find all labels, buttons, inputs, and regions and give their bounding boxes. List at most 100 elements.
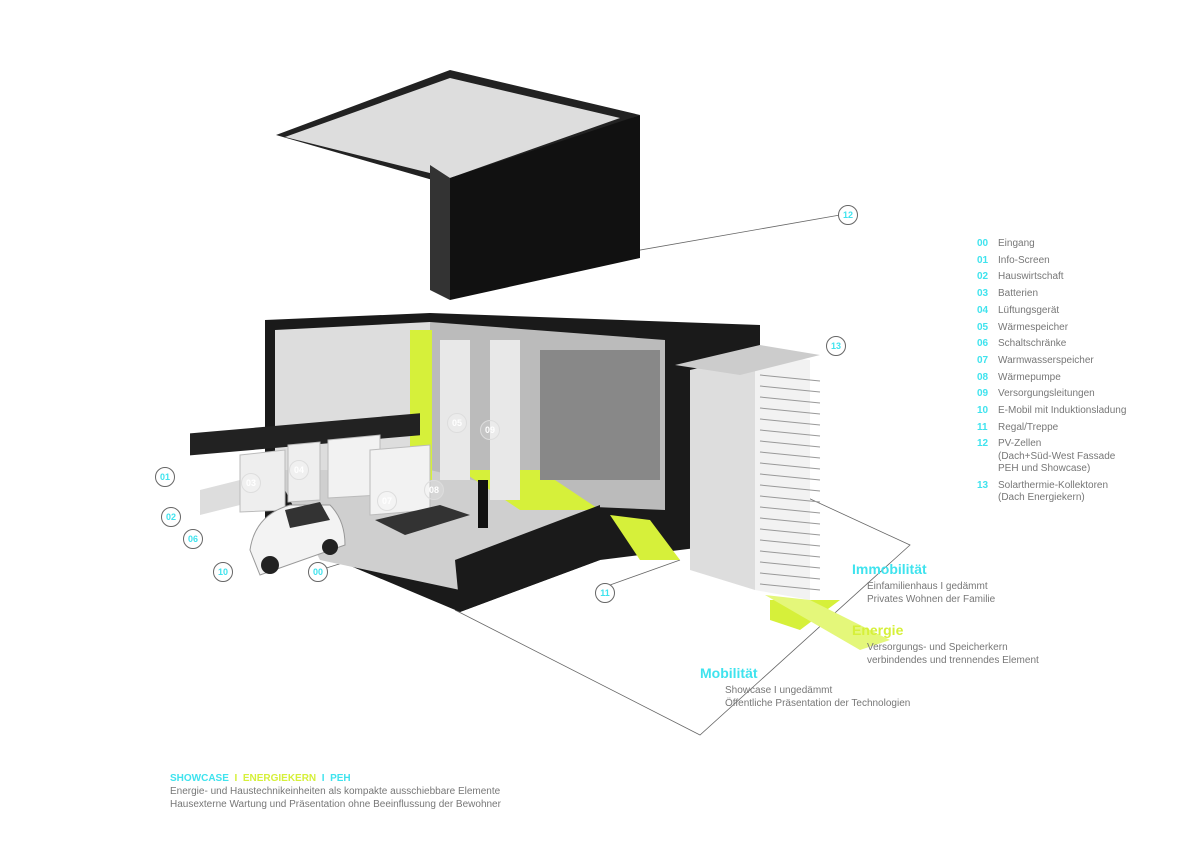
- legend: 00 Eingang 01 Info-Screen 02 Hauswirtschaft 03…: [977, 236, 1126, 507]
- legend-item: 03 Batterien: [977, 286, 1126, 303]
- legend-label: Schaltschränke: [998, 338, 1067, 350]
- legend-item: 04 Lüftungsgerät: [977, 303, 1126, 320]
- zone-title: Mobilität: [700, 665, 758, 681]
- legend-number: 00: [977, 238, 989, 249]
- louver: [759, 396, 821, 404]
- footer-energiekern: ENERGIEKERN: [242, 773, 317, 784]
- louver: [759, 385, 821, 393]
- louver: [759, 528, 821, 536]
- legend-number: 11: [977, 421, 988, 433]
- zone-energie: Energie Versorgungs- und Speicherkern ve…: [852, 622, 1039, 667]
- callout-05: 05: [447, 413, 467, 433]
- e-car: [249, 502, 346, 576]
- louver: [759, 440, 821, 448]
- legend-item: 06 Schaltschränke: [977, 336, 1126, 353]
- footer-title: SHOWCASE I ENERGIEKERN I PEH: [170, 772, 501, 785]
- callout-03: 03: [241, 473, 261, 493]
- louver: [759, 495, 821, 503]
- legend-label: Versorgungsleitungen: [998, 388, 1095, 400]
- zone-line: Versorgungs- und Speicherkern: [867, 642, 1008, 653]
- legend-item: 07 Warmwasserspeicher: [977, 353, 1126, 370]
- legend-item: 00 Eingang: [977, 236, 1126, 253]
- callout-08: 08: [424, 480, 444, 500]
- callout-00: 00: [308, 562, 328, 582]
- louver: [759, 429, 821, 437]
- legend-label: Eingang: [998, 238, 1035, 249]
- legend-item: 12 PV-Zellen (Dach+Süd-West Fassade PEH u…: [977, 436, 1126, 478]
- house-body: [265, 313, 760, 612]
- callout-02: 02: [161, 507, 181, 527]
- footer-caption: SHOWCASE I ENERGIEKERN I PEH Energie- un…: [170, 772, 501, 811]
- zone-line: Showcase I ungedämmt: [725, 685, 833, 696]
- callout-09: 09: [480, 420, 500, 440]
- legend-item: 10 E-Mobil mit Induktionsladung: [977, 403, 1126, 420]
- footer-sep: I: [316, 773, 331, 784]
- louver: [759, 407, 821, 415]
- legend-number: 02: [977, 271, 989, 283]
- louver: [759, 506, 821, 514]
- footer-peh: PEH: [330, 773, 351, 784]
- legend-label: Wärmepumpe: [998, 371, 1061, 383]
- legend-label: PV-Zellen (Dach+Süd-West Fassade PEH und…: [998, 438, 1116, 475]
- callout-10: 10: [213, 562, 233, 582]
- zone-title: Energie: [852, 622, 904, 638]
- legend-label: Hauswirtschaft: [998, 271, 1064, 283]
- legend-number: 09: [977, 388, 989, 400]
- callout-04: 04: [289, 460, 309, 480]
- legend-number: 03: [977, 288, 989, 300]
- callout-13: 13: [826, 336, 846, 356]
- legend-label: Regal/Treppe: [998, 421, 1059, 433]
- legend-number: 12: [977, 438, 989, 450]
- legend-number: 04: [977, 304, 989, 316]
- legend-item: 01 Info-Screen: [977, 253, 1126, 270]
- louver: [759, 583, 821, 591]
- callout-11: 11: [595, 583, 615, 603]
- footer-sep: I: [228, 773, 243, 784]
- legend-number: 10: [977, 405, 989, 417]
- legend-item: 09 Versorgungsleitungen: [977, 386, 1126, 403]
- zone-line: verbindendes und trennendes Element: [867, 655, 1039, 666]
- legend-item: 05 Wärmespeicher: [977, 320, 1126, 337]
- legend-number: 08: [977, 371, 989, 383]
- footer-showcase: SHOWCASE: [170, 773, 229, 784]
- legend-item: 11 Regal/Treppe: [977, 420, 1126, 437]
- legend-number: 01: [977, 254, 989, 266]
- footer-line: Energie- und Haustechnikeinheiten als ko…: [170, 786, 501, 797]
- louver: [759, 374, 821, 382]
- louver: [759, 550, 821, 558]
- louver: [759, 572, 821, 580]
- zone-line: Einfamilienhaus I gedämmt: [867, 581, 988, 592]
- louver: [759, 561, 821, 569]
- zone-line: Privates Wohnen der Familie: [867, 594, 996, 605]
- legend-number: 07: [977, 354, 989, 366]
- zone-line: Öffentliche Präsentation der Technologie…: [725, 698, 911, 709]
- legend-number: 06: [977, 338, 989, 350]
- legend-number: 13: [977, 479, 989, 491]
- callout-01: 01: [155, 467, 175, 487]
- solar-thermal-tower: [675, 345, 890, 650]
- legend-number: 05: [977, 321, 989, 333]
- louver: [759, 517, 821, 525]
- louver: [759, 418, 821, 426]
- zone-title: Immobilität: [852, 561, 927, 577]
- legend-label: E-Mobil mit Induktionsladung: [998, 405, 1127, 417]
- louver: [759, 473, 821, 481]
- callout-12: 12: [838, 205, 858, 225]
- louver: [759, 462, 821, 470]
- louver: [759, 451, 821, 459]
- louver: [759, 484, 821, 492]
- legend-item: 08 Wärmepumpe: [977, 370, 1126, 387]
- callout-06: 06: [183, 529, 203, 549]
- legend-label: Warmwasserspeicher: [998, 354, 1094, 366]
- legend-label: Info-Screen: [998, 254, 1050, 266]
- zone-mobilitaet: Mobilität Showcase I ungedämmt Öffentlic…: [700, 665, 911, 710]
- legend-label: Wärmespeicher: [998, 321, 1069, 333]
- callout-07: 07: [377, 491, 397, 511]
- louver: [759, 539, 821, 547]
- legend-label: Lüftungsgerät: [998, 304, 1060, 316]
- legend-label: Batterien: [998, 288, 1039, 300]
- roof-pv-panel: [276, 70, 640, 300]
